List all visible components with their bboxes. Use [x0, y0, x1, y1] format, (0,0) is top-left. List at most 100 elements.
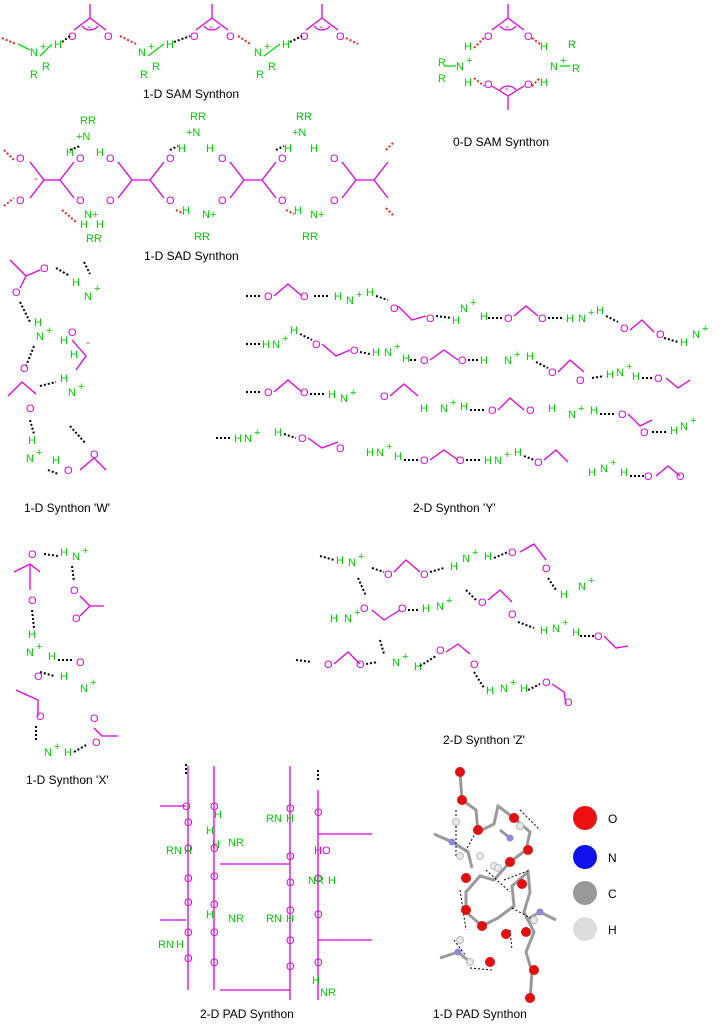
svg-text:O: O: [218, 195, 227, 207]
svg-text:O: O: [210, 843, 219, 855]
oxygen-swatch: [573, 806, 597, 830]
svg-text:H: H: [464, 77, 472, 89]
svg-text:O: O: [324, 659, 333, 671]
svg-text:H: H: [176, 939, 184, 951]
svg-text:O: O: [90, 713, 99, 725]
svg-text:O: O: [300, 291, 309, 303]
svg-text:+N: +N: [76, 131, 90, 143]
svg-text:N: N: [80, 683, 88, 695]
svg-text:H: H: [590, 405, 598, 417]
svg-text:H: H: [60, 547, 68, 559]
svg-text:+: +: [46, 325, 52, 337]
panel-sad-1d: OO - OO OO OO OO OO OO: [3, 111, 395, 245]
hydrogen-atom: [456, 936, 464, 944]
svg-text:O: O: [184, 927, 193, 939]
oxygen-atom: [509, 813, 519, 823]
svg-text:O: O: [20, 363, 29, 375]
svg-text:O: O: [264, 291, 273, 303]
svg-text:H: H: [334, 291, 342, 303]
svg-text:N: N: [462, 553, 470, 565]
svg-text:+: +: [446, 595, 452, 607]
svg-text:O: O: [426, 313, 435, 325]
svg-text:N: N: [456, 61, 464, 73]
svg-text:O: O: [92, 737, 101, 749]
svg-text:O: O: [504, 313, 513, 325]
svg-text:-: -: [86, 337, 90, 349]
svg-text:H: H: [460, 401, 468, 413]
svg-text:H: H: [212, 839, 220, 851]
svg-text:R: R: [572, 63, 580, 75]
oxygen-atom: [521, 927, 531, 937]
svg-text:+: +: [578, 403, 584, 415]
svg-text:RN: RN: [266, 813, 282, 825]
svg-text:N: N: [36, 331, 44, 343]
oxygen-atom: [525, 993, 535, 1003]
svg-text:N: N: [72, 551, 80, 563]
svg-text:N: N: [616, 367, 624, 379]
svg-text:O: O: [534, 457, 543, 469]
caption-z-2d: 2-D Synthon 'Z': [443, 733, 525, 747]
svg-text:-: -: [87, 21, 91, 33]
svg-text:H: H: [166, 39, 174, 51]
svg-text:O: O: [190, 31, 199, 43]
svg-text:+: +: [264, 41, 270, 53]
svg-text:H: H: [60, 373, 68, 385]
svg-text:H: H: [66, 147, 74, 159]
svg-text:O: O: [350, 345, 359, 357]
caption-sam-0d: 0-D SAM Synthon: [453, 135, 549, 149]
svg-text:O: O: [182, 801, 191, 813]
svg-text:H: H: [588, 467, 596, 479]
svg-text:+: +: [560, 55, 566, 67]
oxygen-atom: [477, 921, 487, 931]
svg-text:N: N: [680, 421, 688, 433]
svg-text:+: +: [394, 341, 400, 353]
svg-text:N: N: [436, 601, 444, 613]
svg-text:H: H: [184, 845, 192, 857]
svg-text:O: O: [526, 405, 535, 417]
svg-text:H: H: [328, 875, 336, 887]
hydrogen-atom: [476, 852, 484, 860]
hydrogen-atom: [452, 818, 460, 826]
svg-text:+: +: [78, 381, 84, 393]
oxygen-atom: [461, 905, 471, 915]
nitrogen-atom: [506, 834, 514, 842]
svg-text:H: H: [294, 205, 302, 217]
legend-item-carbon: C: [573, 881, 617, 905]
svg-text:H: H: [372, 347, 380, 359]
svg-text:O: O: [166, 153, 175, 165]
svg-text:+: +: [40, 41, 46, 53]
svg-text:N: N: [376, 447, 384, 459]
svg-text:R: R: [256, 69, 264, 81]
svg-text:O: O: [106, 153, 115, 165]
svg-text:RN: RN: [166, 845, 182, 857]
svg-text:O: O: [524, 31, 533, 43]
panel-x-1d: O O H N+ O O H N+ H O H O O N+ N+ H O O: [13, 545, 118, 759]
legend-label-oxygen: O: [608, 812, 617, 826]
svg-text:R: R: [268, 61, 276, 73]
svg-text:N: N: [494, 455, 502, 467]
svg-text:O: O: [300, 31, 309, 43]
svg-text:N: N: [44, 747, 52, 759]
ammonium: N+ H RR: [17, 35, 71, 81]
carboxylate-pair: OO OO: [218, 153, 287, 207]
svg-text:RN: RN: [266, 913, 282, 925]
caption-y-2d: 2-D Synthon 'Y': [413, 501, 496, 515]
svg-text:N: N: [568, 409, 576, 421]
svg-text:N: N: [578, 313, 586, 325]
nitrogen-atom: [448, 838, 456, 846]
svg-text:H: H: [402, 353, 410, 365]
svg-text:O: O: [218, 153, 227, 165]
svg-text:H: H: [480, 355, 488, 367]
svg-text:O: O: [210, 927, 219, 939]
svg-text:H: H: [214, 809, 222, 821]
svg-text:H: H: [72, 277, 80, 289]
svg-text:O: O: [420, 569, 429, 581]
svg-text:O: O: [210, 801, 219, 813]
svg-text:H: H: [514, 447, 522, 459]
svg-text:H: H: [70, 349, 78, 361]
svg-text:O: O: [76, 195, 85, 207]
